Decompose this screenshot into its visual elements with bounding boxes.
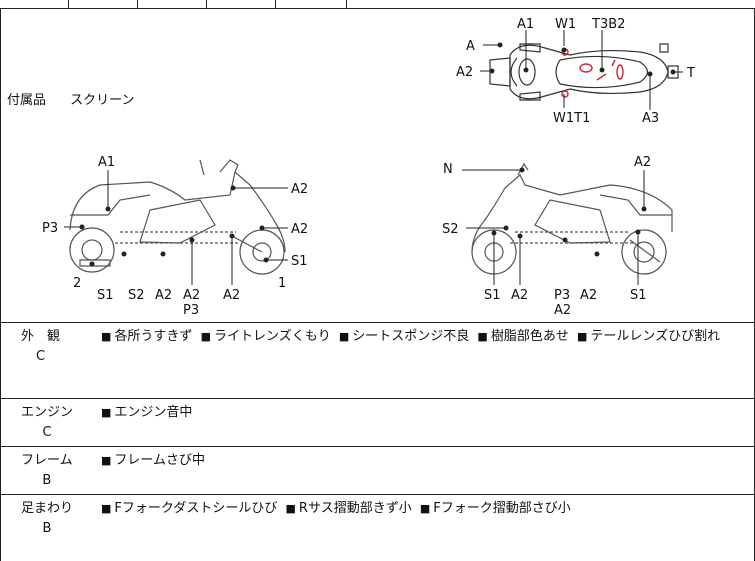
svg-text:S2: S2 xyxy=(128,288,145,303)
bullet-square-icon: ■ xyxy=(338,330,350,343)
table-cell-divider xyxy=(346,0,347,9)
top-table-row xyxy=(0,0,755,9)
category-rank: C xyxy=(42,425,52,440)
table-cell-divider xyxy=(137,0,138,9)
svg-text:W1: W1 xyxy=(555,17,576,32)
svg-text:A1: A1 xyxy=(517,17,534,32)
bullet-square-icon: ■ xyxy=(285,502,296,515)
inspection-item: テールレンズひび割れ xyxy=(590,329,721,344)
svg-text:N: N xyxy=(443,162,453,177)
svg-text:A2: A2 xyxy=(183,288,200,303)
inspection-items: ■フレームさび中 xyxy=(101,453,209,469)
left-side-labels: A1 A2 P3 A2 S1 2 1 S1 S2 A2 A2 P3 A2 xyxy=(42,155,308,318)
top-view-scooter-illustration xyxy=(489,43,679,101)
inspection-item: 各所うすきず xyxy=(114,329,193,344)
inspection-item: ライトレンズくもり xyxy=(213,329,331,344)
table-cell-divider xyxy=(206,0,207,9)
inspection-item: Fフォークダストシールひび xyxy=(114,501,278,516)
svg-text:S2: S2 xyxy=(442,222,459,237)
inspection-item: Fフォーク摺動部さび小 xyxy=(433,501,571,516)
inspection-row-exterior: 外 観 C ■各所うすきず ■ライトレンズくもり ■シートスポンジ不良 ■樹脂部… xyxy=(0,322,755,398)
table-cell-divider xyxy=(275,0,276,9)
inspection-items: ■各所うすきず ■ライトレンズくもり ■シートスポンジ不良 ■樹脂部色あせ ■テ… xyxy=(101,329,724,345)
svg-text:P3: P3 xyxy=(183,303,199,318)
category-cell: エンジン C xyxy=(21,405,73,441)
svg-text:A1: A1 xyxy=(98,155,115,170)
svg-text:A2: A2 xyxy=(456,65,473,80)
inspection-item: 樹脂部色あせ xyxy=(490,329,569,344)
svg-text:A2: A2 xyxy=(554,303,571,318)
svg-text:1: 1 xyxy=(278,276,286,291)
category-label: 足まわり xyxy=(21,501,74,516)
svg-text:W1T1: W1T1 xyxy=(553,111,590,126)
inspection-item: エンジン音中 xyxy=(114,405,193,420)
svg-text:S1: S1 xyxy=(484,288,501,303)
inspection-items: ■エンジン音中 xyxy=(101,405,196,421)
svg-text:T: T xyxy=(686,66,695,81)
bullet-square-icon: ■ xyxy=(101,406,112,419)
bullet-square-icon: ■ xyxy=(576,330,588,343)
category-cell: 外 観 C xyxy=(21,329,60,365)
category-label: エンジン xyxy=(21,405,74,420)
category-rank: B xyxy=(42,473,52,488)
right-side-labels: N A2 S2 S1 A2 P3 A2 A2 S1 xyxy=(442,155,651,318)
inspection-row-frame: フレーム B ■フレームさび中 xyxy=(0,446,755,494)
svg-text:A2: A2 xyxy=(511,288,528,303)
scooter-damage-diagram: A1 W1 T3B2 A A2 T W1T1 A3 A1 A2 P xyxy=(42,17,695,318)
category-label: 外 観 xyxy=(21,329,61,344)
accessory-info: 付属品 スクリーン xyxy=(7,89,135,108)
svg-text:S1: S1 xyxy=(291,254,308,269)
svg-text:A2: A2 xyxy=(634,155,651,170)
category-rank: B xyxy=(42,521,52,536)
bullet-square-icon: ■ xyxy=(200,330,211,343)
svg-text:A2: A2 xyxy=(155,288,172,303)
svg-text:T3B2: T3B2 xyxy=(591,17,625,32)
inspection-items: ■Fフォークダストシールひび ■Rサス摺動部きず小 ■Fフォーク摺動部さび小 xyxy=(101,501,575,517)
inspection-row-engine: エンジン C ■エンジン音中 xyxy=(0,398,755,446)
inspection-item: シートスポンジ不良 xyxy=(352,329,470,344)
inspection-item: Rサス摺動部きず小 xyxy=(298,501,412,516)
svg-text:A3: A3 xyxy=(642,111,659,126)
left-side-scooter-illustration xyxy=(69,159,286,275)
svg-text:P3: P3 xyxy=(42,221,58,236)
category-cell: フレーム B xyxy=(21,453,73,489)
bullet-square-icon: ■ xyxy=(101,502,112,515)
top-view-labels: A1 W1 T3B2 A A2 T W1T1 A3 xyxy=(456,17,695,126)
bullet-square-icon: ■ xyxy=(477,330,488,343)
category-cell: 足まわり B xyxy=(21,501,73,537)
svg-text:P3: P3 xyxy=(554,288,570,303)
inspection-item: フレームさび中 xyxy=(114,453,206,468)
table-cell-divider xyxy=(68,0,69,9)
svg-text:S1: S1 xyxy=(630,288,647,303)
svg-text:S1: S1 xyxy=(97,288,114,303)
damage-marks xyxy=(561,48,624,98)
right-side-scooter-illustration xyxy=(471,162,673,275)
category-rank: C xyxy=(35,349,46,364)
svg-text:A: A xyxy=(466,39,475,54)
accessory-value: スクリーン xyxy=(70,93,135,108)
bullet-square-icon: ■ xyxy=(101,454,112,467)
svg-text:A2: A2 xyxy=(291,222,308,237)
svg-text:A2: A2 xyxy=(291,182,308,197)
svg-text:2: 2 xyxy=(73,276,81,291)
accessory-label: 付属品 xyxy=(7,93,47,108)
bullet-square-icon: ■ xyxy=(419,502,431,515)
category-label: フレーム xyxy=(21,453,73,468)
bullet-square-icon: ■ xyxy=(101,330,112,343)
svg-text:A2: A2 xyxy=(223,288,240,303)
svg-text:A2: A2 xyxy=(580,288,597,303)
inspection-row-suspension: 足まわり B ■Fフォークダストシールひび ■Rサス摺動部きず小 ■Fフォーク摺… xyxy=(0,494,755,561)
